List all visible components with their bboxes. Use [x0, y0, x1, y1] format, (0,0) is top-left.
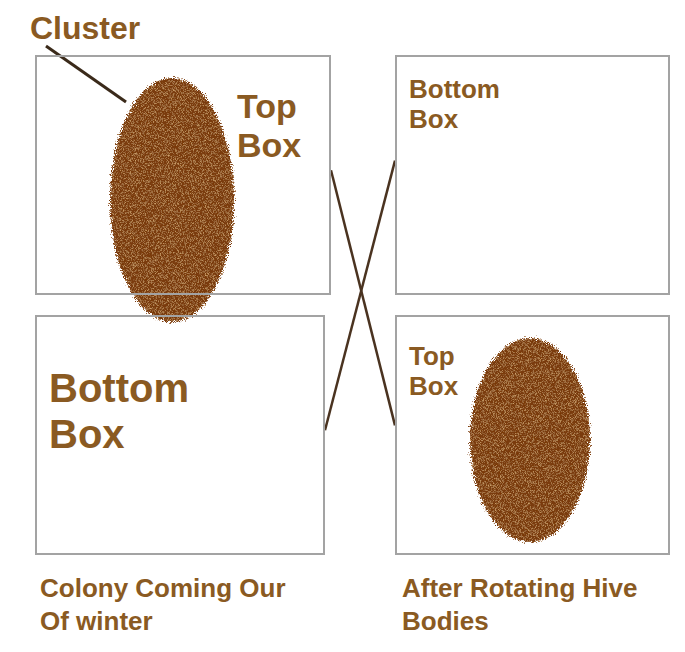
- bee-cluster: [470, 338, 590, 542]
- box-label: Bottom Box: [409, 75, 539, 135]
- bee-cluster: [110, 78, 234, 322]
- box-label: Top Box: [409, 342, 469, 402]
- box-label: Top Box: [237, 87, 323, 165]
- box-label: Bottom Box: [49, 365, 249, 457]
- caption-left: Colony Coming Our Of winter: [40, 572, 320, 637]
- swap-line: [325, 161, 395, 431]
- hive-box: Bottom Box: [395, 55, 670, 295]
- hive-box: Top Box: [35, 55, 331, 295]
- caption-right: After Rotating Hive Bodies: [402, 572, 652, 637]
- swap-line: [331, 170, 395, 425]
- hive-box: Bottom Box: [35, 315, 325, 555]
- cluster-label: Cluster: [30, 8, 190, 48]
- hive-box: Top Box: [395, 315, 670, 555]
